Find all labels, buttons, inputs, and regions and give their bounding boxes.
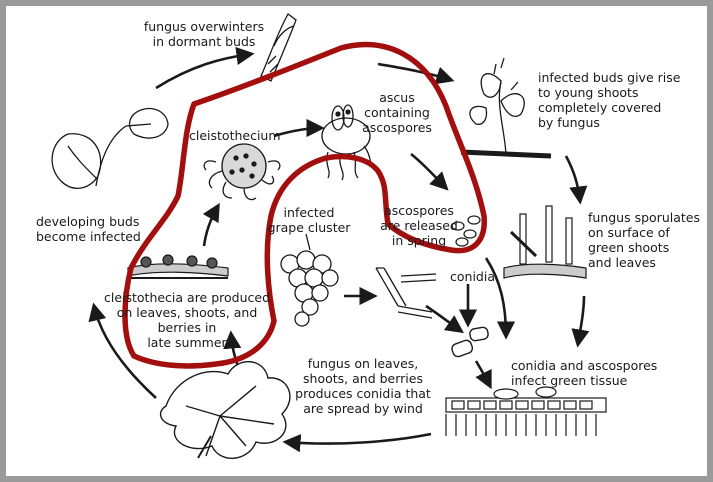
label-sporulates-line3: green shoots [588, 240, 700, 255]
label-developing-line1: developing buds [36, 214, 141, 229]
arrow-produced-to-cleistothecium [204, 206, 218, 246]
label-produced-line1: cleistothecia are produced [102, 290, 272, 305]
grape-cluster-icon [281, 234, 338, 326]
label-wind-line4: are spread by wind [288, 401, 438, 416]
arrow-conidia-to-tissue [476, 361, 490, 386]
label-wind-line3: produces conidia that [288, 386, 438, 401]
label-overwinter-line1: fungus overwinters [138, 19, 270, 34]
label-ascospores-released: ascospores are released in spring [374, 203, 464, 248]
label-infect-line2: infect green tissue [511, 373, 657, 388]
cleistothecium-icon [204, 144, 280, 200]
hyphae-icon [376, 268, 436, 318]
label-released-line1: ascospores [374, 203, 464, 218]
conidia-icon [451, 327, 489, 358]
label-spread-by-wind: fungus on leaves, shoots, and berries pr… [288, 356, 438, 416]
label-buds-shoots-line3: completely covered [538, 100, 680, 115]
label-buds-shoots-line2: to young shoots [538, 85, 680, 100]
label-overwinter: fungus overwinters in dormant buds [138, 19, 270, 49]
label-cleistothecium: cleistothecium [189, 128, 281, 143]
arrow-shoots-to-sporulates [566, 156, 580, 201]
label-sporulates-line1: fungus sporulates [588, 210, 700, 225]
vine-leaf-icon [161, 362, 290, 459]
label-ascus-line1: ascus [354, 90, 440, 105]
leaf-surface-cleistothecia-icon [128, 255, 228, 278]
arrow-buds-to-overwinter [156, 54, 251, 88]
label-produced-line4: late summer [102, 335, 272, 350]
label-grape-line2: grape cluster [266, 220, 352, 235]
label-ascus-line3: ascospores [354, 120, 440, 135]
label-wind-line2: shoots, and berries [288, 371, 438, 386]
arrow-cleistothecium-to-ascus [274, 128, 321, 136]
label-buds-shoots: infected buds give rise to young shoots … [538, 70, 680, 130]
arrow-overwinter-to-shoots [378, 64, 451, 80]
arrow-ascus-to-released [411, 154, 446, 188]
label-grape-line1: infected [266, 205, 352, 220]
diagram-canvas: fungus overwinters in dormant buds infec… [6, 6, 707, 476]
leaf-tissue-icon [446, 387, 606, 436]
label-buds-shoots-line4: by fungus [538, 115, 680, 130]
label-grape-cluster: infected grape cluster [266, 205, 352, 235]
label-ascus-line2: containing [354, 105, 440, 120]
conidiophore-icon [504, 206, 586, 278]
label-conidia-ascospores-infect: conidia and ascospores infect green tiss… [511, 358, 657, 388]
label-developing-line2: become infected [36, 229, 141, 244]
label-released-line3: in spring [374, 233, 464, 248]
label-sporulates: fungus sporulates on surface of green sh… [588, 210, 700, 270]
label-overwinter-line2: in dormant buds [138, 34, 270, 49]
label-sporulates-line4: and leaves [588, 255, 700, 270]
arrow-infect-to-wind [286, 434, 431, 444]
label-wind-line1: fungus on leaves, [288, 356, 438, 371]
label-produced-line2: on leaves, shoots, and [102, 305, 272, 320]
label-buds-shoots-line1: infected buds give rise [538, 70, 680, 85]
label-conidia: conidia [450, 269, 495, 284]
label-infect-line1: conidia and ascospores [511, 358, 657, 373]
arrow-sporulates-to-infect [578, 296, 584, 344]
label-cleistothecia-produced: cleistothecia are produced on leaves, sh… [102, 290, 272, 350]
leaf-branch-icon [52, 109, 168, 189]
label-developing-buds: developing buds become infected [36, 214, 141, 244]
label-sporulates-line2: on surface of [588, 225, 700, 240]
label-released-line2: are released [374, 218, 464, 233]
label-ascus: ascus containing ascospores [354, 90, 440, 135]
label-produced-line3: berries in [102, 320, 272, 335]
